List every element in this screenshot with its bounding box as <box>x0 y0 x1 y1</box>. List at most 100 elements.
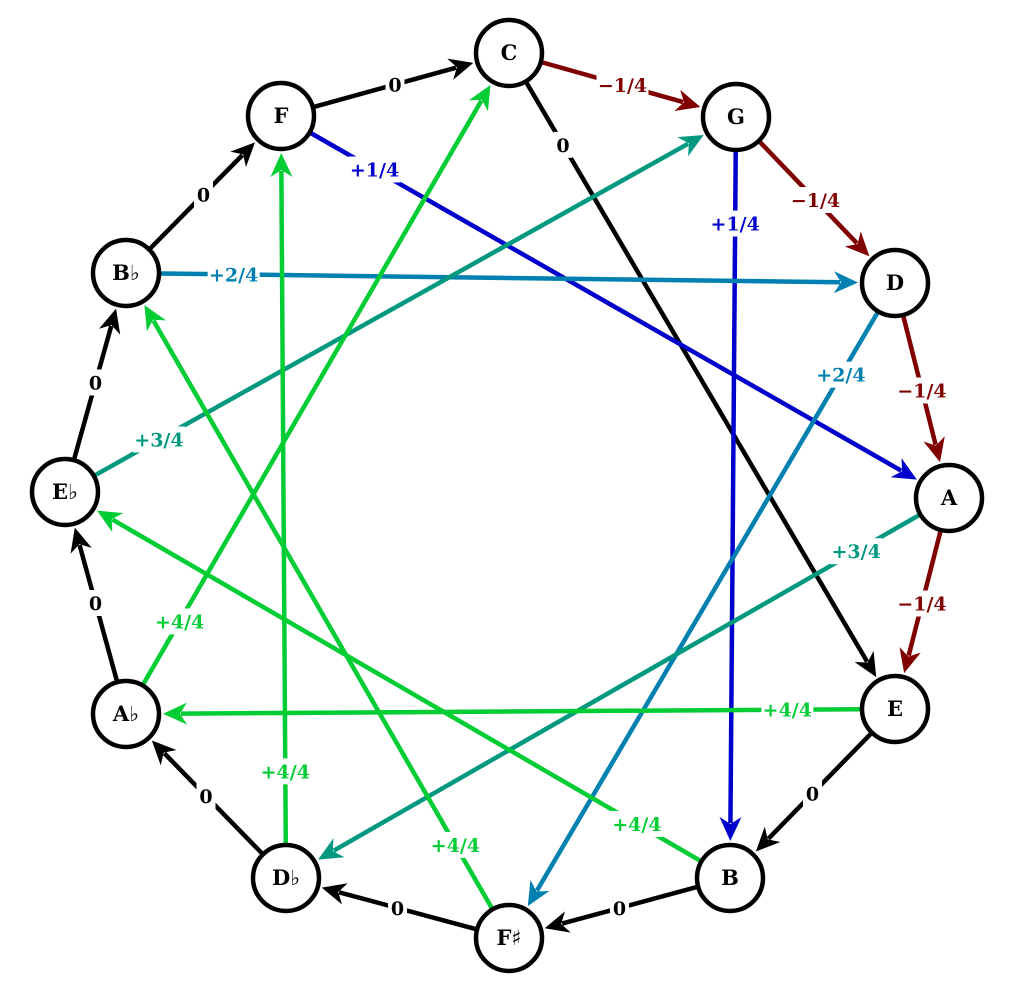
edge-label-bg <box>553 131 573 158</box>
edge-label: +4/4 <box>155 611 204 633</box>
node-circle <box>250 842 322 914</box>
edge-label-bg <box>896 377 948 404</box>
edge-label: 0 <box>199 786 212 808</box>
arrowhead-icon <box>674 89 701 112</box>
node-10: B♭ <box>90 237 162 309</box>
edge-line <box>332 513 920 853</box>
edge-label: +2/4 <box>209 264 258 286</box>
arrowhead-icon <box>96 510 124 533</box>
edge-label: 0 <box>89 593 102 615</box>
node-circle <box>913 462 985 534</box>
edge-5 <box>321 883 476 932</box>
edge-21 <box>144 305 494 909</box>
node-label: E♭ <box>52 479 78 504</box>
node-1: G <box>700 81 772 153</box>
edge-13 <box>310 131 917 480</box>
arrowhead-icon <box>844 231 870 257</box>
node-9: E♭ <box>29 456 101 528</box>
edge-label-bg <box>86 369 105 396</box>
edge-label-bg <box>830 538 883 565</box>
arrowhead-icon <box>70 527 92 554</box>
node-circle <box>90 237 162 309</box>
edge-line <box>314 65 457 109</box>
node-label: F♯ <box>496 925 521 950</box>
arrowhead-icon <box>755 826 781 852</box>
edge-label-bg <box>207 261 260 288</box>
edge-label-bg <box>153 608 206 635</box>
edge-18 <box>318 513 920 860</box>
node-circle <box>859 673 931 745</box>
node-label: G <box>727 104 745 129</box>
edge-line <box>141 99 484 685</box>
edge-20 <box>270 152 293 844</box>
edge-label-bg <box>896 590 948 617</box>
edge-label-bg <box>610 895 629 921</box>
edge-label: +3/4 <box>134 430 183 452</box>
node-circle <box>29 456 101 528</box>
edge-label: −1/4 <box>598 75 647 97</box>
node-circle <box>473 902 545 974</box>
node-circle <box>473 17 545 89</box>
edge-line <box>160 271 841 285</box>
node-3: A <box>913 462 985 534</box>
edge-line <box>111 517 701 863</box>
edge-line <box>94 141 690 477</box>
edge-label-bg <box>259 758 312 785</box>
edge-label: +3/4 <box>832 541 881 563</box>
edge-label-bg <box>196 783 216 809</box>
edge-line <box>524 82 870 663</box>
arrowhead-icon <box>270 152 293 178</box>
node-label: F <box>274 103 289 128</box>
arrowhead-icon <box>833 271 859 294</box>
edge-6 <box>544 884 697 933</box>
edge-label: +4/4 <box>261 761 310 783</box>
arrowhead-icon <box>468 85 491 112</box>
node-circle <box>700 81 772 153</box>
arrowhead-icon <box>544 911 571 933</box>
edge-line <box>728 151 738 824</box>
node-label: C <box>501 40 518 65</box>
edge-label: 0 <box>89 373 102 395</box>
edge-label: +4/4 <box>431 835 480 857</box>
edge-line <box>534 312 880 892</box>
edge-label-bg <box>194 181 213 208</box>
edge-label-bg <box>429 831 482 858</box>
node-label: D♭ <box>272 865 300 890</box>
edge-12 <box>524 82 877 678</box>
arrowhead-icon <box>230 142 256 168</box>
arrowhead-icon <box>318 838 345 860</box>
edge-line <box>151 319 494 909</box>
edge-label-bg <box>610 810 663 837</box>
node-label: E <box>887 696 903 721</box>
nodes-layer: C G D A E B F♯ D♭ A♭ E♭ B♭ F <box>29 17 985 974</box>
arrowhead-icon <box>99 308 121 335</box>
edge-label-bg <box>789 187 842 213</box>
edge-19 <box>141 85 491 685</box>
edge-label-bg <box>803 780 822 807</box>
edge-label: −1/4 <box>791 190 840 212</box>
edge-label-bg <box>709 210 762 237</box>
node-circle <box>859 247 931 319</box>
edge-label-bg <box>761 696 814 723</box>
edge-label-bg <box>385 71 405 98</box>
edge-14 <box>719 151 742 842</box>
node-7: D♭ <box>250 842 322 914</box>
arrowhead-icon <box>162 702 188 725</box>
edge-label-bg <box>348 156 401 183</box>
node-circle <box>245 80 317 152</box>
node-label: B <box>721 865 739 890</box>
node-label: A <box>940 485 958 510</box>
node-5: B <box>694 842 766 914</box>
arrowhead-icon <box>527 879 550 907</box>
node-label: D <box>886 270 904 295</box>
edge-line <box>180 706 861 716</box>
node-circle <box>694 842 766 914</box>
edge-17 <box>94 135 704 477</box>
arrowhead-icon <box>144 305 166 332</box>
edge-label: +1/4 <box>350 159 399 181</box>
node-2: D <box>859 247 931 319</box>
edge-label: 0 <box>556 135 569 157</box>
node-8: A♭ <box>90 678 162 750</box>
